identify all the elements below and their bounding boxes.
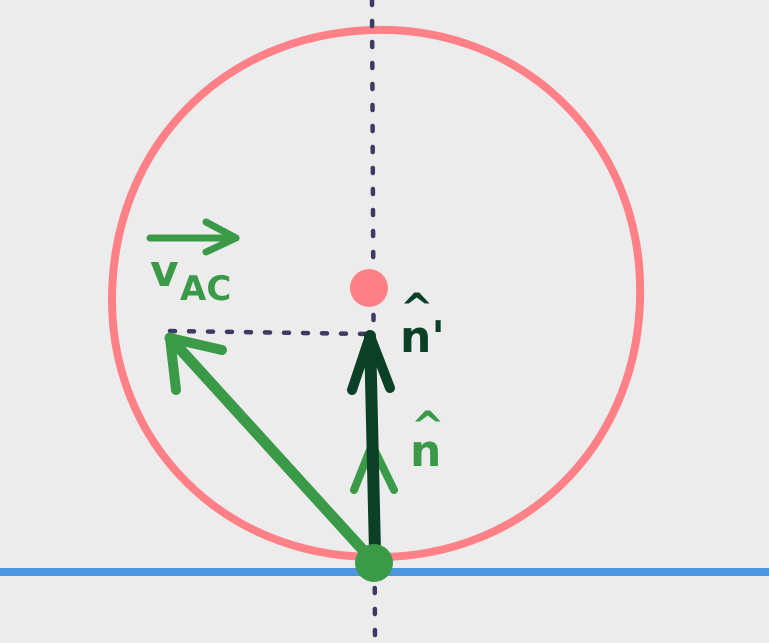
n-prime-arrow <box>347 330 395 558</box>
contact-point-dot <box>355 544 393 582</box>
n-prime-label: n' <box>400 312 445 363</box>
v-subscript-label: AC <box>180 269 231 309</box>
horizontal-dotted-line <box>167 328 373 337</box>
n-prime-hat: ^ <box>400 286 434 332</box>
n-hat-label: n <box>410 426 441 477</box>
circle-center-dot <box>350 269 388 307</box>
vector-arrow-icon <box>146 218 240 256</box>
velocity-arrow-vac <box>164 332 378 566</box>
n-hat-hat: ^ <box>411 404 445 450</box>
v-label: v <box>150 246 179 297</box>
